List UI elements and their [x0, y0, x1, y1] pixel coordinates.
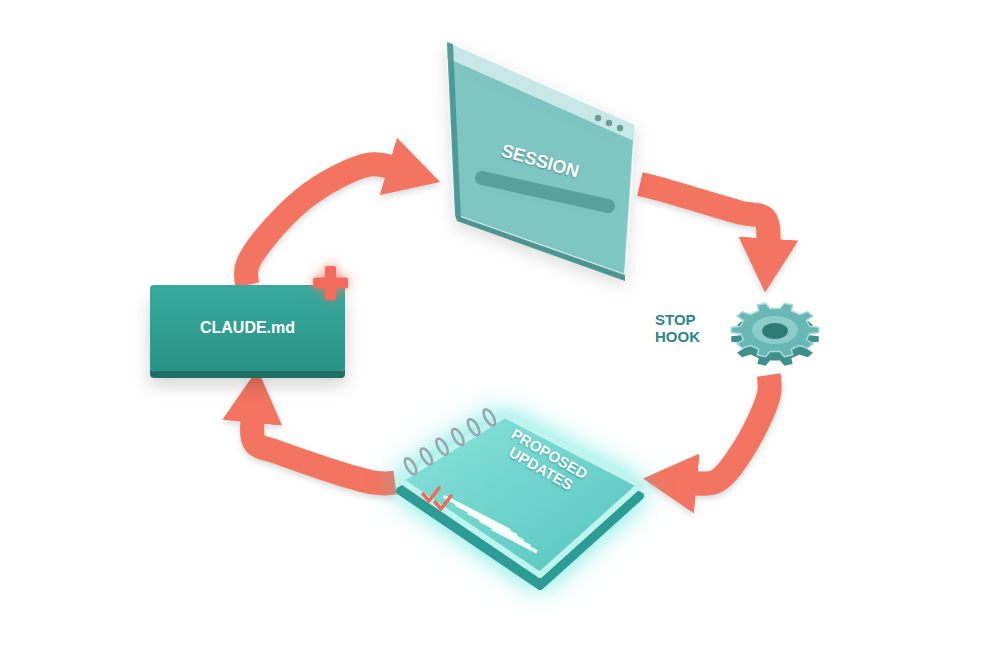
spiral-ring	[434, 437, 450, 457]
window-title-bar	[447, 42, 635, 141]
slab-node: CLAUDE.md	[150, 285, 345, 371]
window-dot	[595, 115, 601, 121]
plus-bar	[325, 266, 336, 300]
window-edge	[447, 42, 461, 219]
spiral-ring	[466, 417, 482, 437]
pad-face	[400, 415, 640, 575]
gear-hub	[752, 316, 798, 344]
window-face	[447, 42, 635, 275]
node-label: CLAUDE.md	[150, 319, 345, 337]
gear-face	[731, 303, 819, 356]
window-dot	[606, 120, 612, 126]
pad-line	[493, 529, 536, 551]
spiral-ring	[403, 456, 419, 476]
spiral-ring	[450, 427, 466, 447]
spiral-ring	[481, 408, 497, 428]
node-label: STOP HOOK	[655, 312, 715, 345]
plus-symbol	[313, 266, 348, 300]
flow-arrow	[695, 375, 770, 484]
window-edge	[455, 215, 625, 281]
flow-arrow	[246, 164, 390, 285]
gear-node: STOP HOOK	[655, 290, 830, 375]
panel-node: SESSION	[440, 40, 640, 280]
flow-arrow	[640, 184, 768, 241]
check-mark	[423, 488, 439, 501]
window-bar	[482, 178, 608, 206]
pad-node: PROPOSED UPDATES	[395, 405, 645, 590]
plus-bar	[313, 278, 348, 289]
flow-arrow	[252, 421, 395, 484]
window-dot	[617, 125, 623, 131]
check-mark	[435, 496, 451, 509]
gear-hole	[762, 323, 788, 339]
spiral-ring	[418, 447, 434, 467]
